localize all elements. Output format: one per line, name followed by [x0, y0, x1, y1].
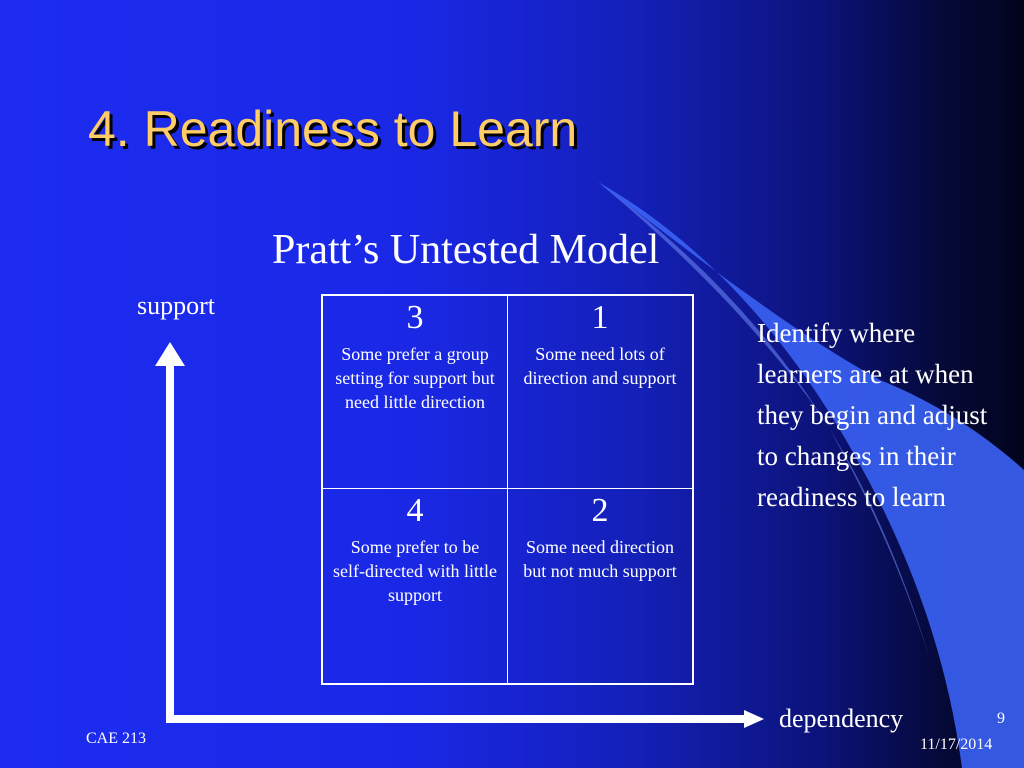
quadrant-grid: 3 Some prefer a group setting for suppor… [321, 294, 694, 685]
swoosh-band [598, 182, 1024, 768]
quadrant-description: Some need direction but not much support [523, 537, 677, 581]
model-subtitle: Pratt’s Untested Model [272, 227, 660, 273]
quadrant-number: 3 [406, 299, 424, 336]
quadrant-number: 2 [591, 492, 609, 529]
y-axis-label: support [137, 291, 215, 320]
quadrant-cell: 3 Some prefer a group setting for suppor… [323, 296, 508, 489]
slide-title: 4. Readiness to Learn [88, 101, 578, 157]
footer-course: CAE 213 [86, 730, 146, 747]
quadrant-description: Some prefer to be self-directed with lit… [333, 537, 497, 605]
quadrant-cell: 1 Some need lots of direction and suppor… [508, 296, 692, 489]
quadrant-number: 1 [591, 299, 609, 336]
quadrant-cell: 4 Some prefer to be self-directed with l… [323, 489, 508, 683]
quadrant-description: Some prefer a group setting for support … [335, 344, 495, 412]
page-number: 9 [997, 710, 1005, 727]
side-note: Identify where learners are at when they… [757, 318, 988, 512]
footer-date: 11/17/2014 [920, 736, 993, 753]
quadrant-number: 4 [406, 492, 424, 529]
quadrant-cell: 2 Some need direction but not much suppo… [508, 489, 692, 683]
y-axis-arrowhead [155, 342, 185, 366]
quadrant-description: Some need lots of direction and support [523, 344, 677, 388]
x-axis-label: dependency [779, 704, 904, 733]
x-axis-arrowhead [744, 710, 764, 728]
